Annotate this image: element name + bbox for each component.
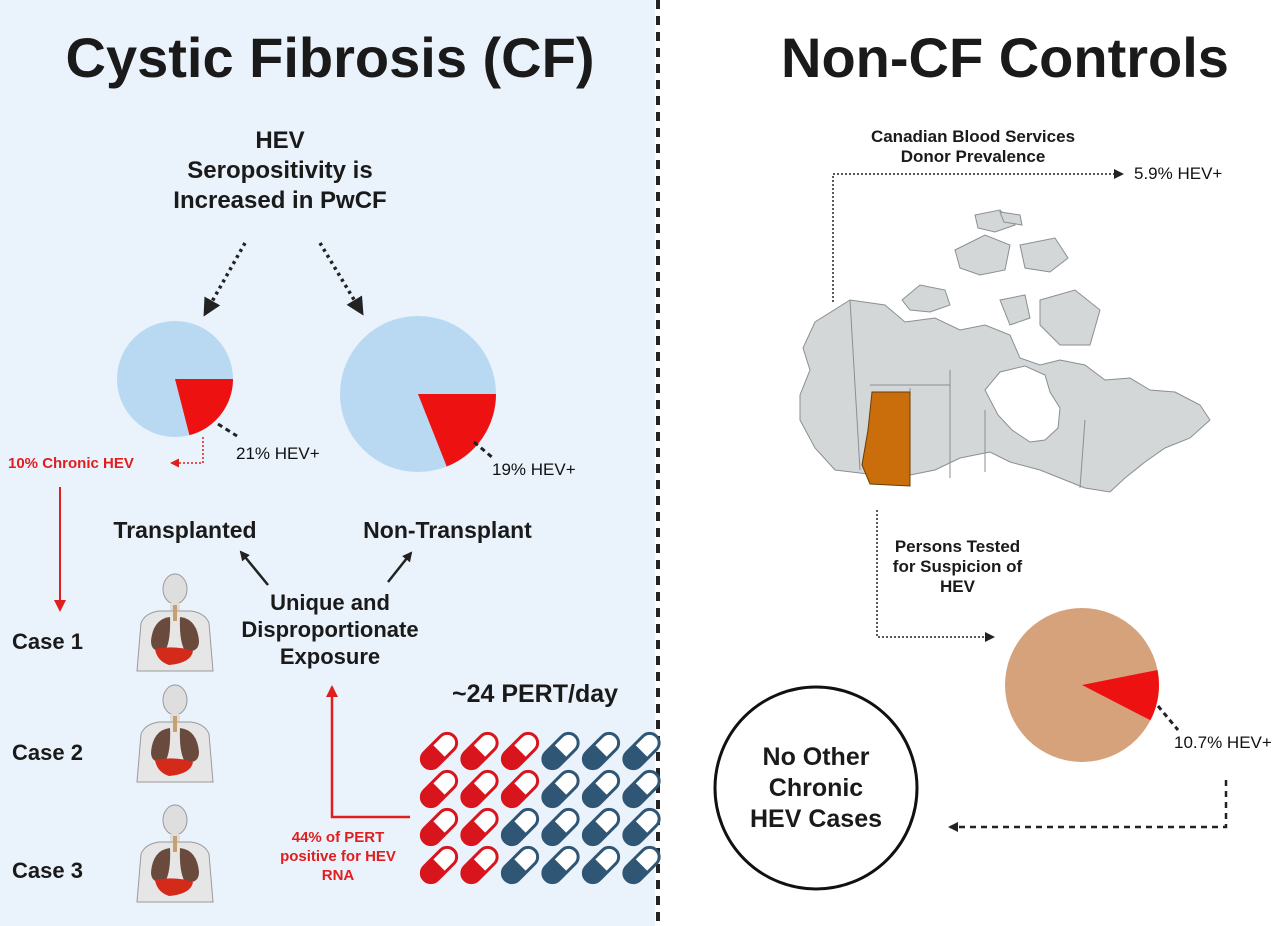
exposure-line-1: Unique and xyxy=(270,590,390,615)
pert-per-day-label: ~24 PERT/day xyxy=(451,680,619,708)
exposure-line-3: Exposure xyxy=(279,644,381,669)
tested-line-3: HEV xyxy=(940,577,975,596)
pie-chart-non-transplant xyxy=(340,316,496,472)
pert-to-exposure-arrow xyxy=(326,685,410,819)
pert-positive-label: 44% of PERT positive for HEV RNA xyxy=(268,828,408,885)
donor-value: 5.9% HEV+ xyxy=(1134,164,1223,183)
seropositivity-heading: HEV Seropositivity is Increased in PwCF xyxy=(130,126,430,216)
pie-2-hev-slice xyxy=(418,394,496,467)
pie-1-hev-slice xyxy=(175,379,233,436)
left-panel-background xyxy=(0,0,655,926)
donor-line-1: Canadian Blood Services xyxy=(870,127,1076,146)
case-2-label: Case 2 xyxy=(12,740,83,765)
exposure-line-2: Disproportionate xyxy=(241,617,419,642)
left-title: Cystic Fibrosis (CF) xyxy=(65,26,595,89)
tested-line-2: for Suspicion of xyxy=(892,557,1023,576)
pie-chart-transplanted xyxy=(117,321,233,437)
tested-arrow xyxy=(876,510,995,642)
pert-positive-line-2: positive for HEV xyxy=(280,848,396,865)
non-transplant-label: Non-Transplant xyxy=(363,517,532,543)
exposure-label: Unique and Disproportionate Exposure xyxy=(230,589,430,670)
chronic-arrow xyxy=(170,437,204,468)
alberta-region xyxy=(861,391,911,487)
arrow-to-non-transplant xyxy=(387,551,413,583)
canada-map xyxy=(799,209,1211,493)
chronic-hev-label: 10% Chronic HEV xyxy=(8,455,134,472)
donor-line-2: Donor Prevalence xyxy=(900,147,1046,166)
heading-line-3: Increased in PwCF xyxy=(173,187,387,214)
right-title: Non-CF Controls xyxy=(781,26,1229,89)
no-other-line-2: Chronic xyxy=(768,774,864,802)
pie-chart-tested xyxy=(1005,608,1160,762)
pie-2-label: 19% HEV+ xyxy=(492,460,576,479)
pie-3-leader xyxy=(1156,705,1180,731)
pie-3-hev-slice xyxy=(1082,669,1160,721)
pert-positive-line-1: 44% of PERT xyxy=(291,829,385,846)
no-other-label: No Other Chronic HEV Cases xyxy=(726,742,906,835)
return-arrow xyxy=(948,780,1228,832)
no-other-line-1: No Other xyxy=(762,743,870,771)
transplanted-label: Transplanted xyxy=(113,517,257,543)
no-other-line-3: HEV Cases xyxy=(749,805,883,833)
pert-positive-line-3: RNA xyxy=(321,867,355,884)
pie-1-label: 21% HEV+ xyxy=(236,444,320,463)
heading-line-2: Seropositivity is xyxy=(187,157,373,184)
arrow-to-transplanted xyxy=(239,550,269,586)
case-3-label: Case 3 xyxy=(12,858,83,883)
pie-2-leader xyxy=(473,440,494,460)
persons-tested-label: Persons Tested for Suspicion of HEV xyxy=(870,537,1045,597)
tested-line-1: Persons Tested xyxy=(894,537,1021,556)
case-1-label: Case 1 xyxy=(12,629,83,654)
donor-prevalence-label: Canadian Blood Services Donor Prevalence xyxy=(848,127,1098,167)
heading-line-1: HEV xyxy=(255,127,305,154)
no-other-circle xyxy=(713,685,919,891)
tested-pie-label: 10.7% HEV+ xyxy=(1174,733,1272,752)
donor-arrow xyxy=(832,169,1124,302)
pie-1-leader xyxy=(217,422,238,438)
